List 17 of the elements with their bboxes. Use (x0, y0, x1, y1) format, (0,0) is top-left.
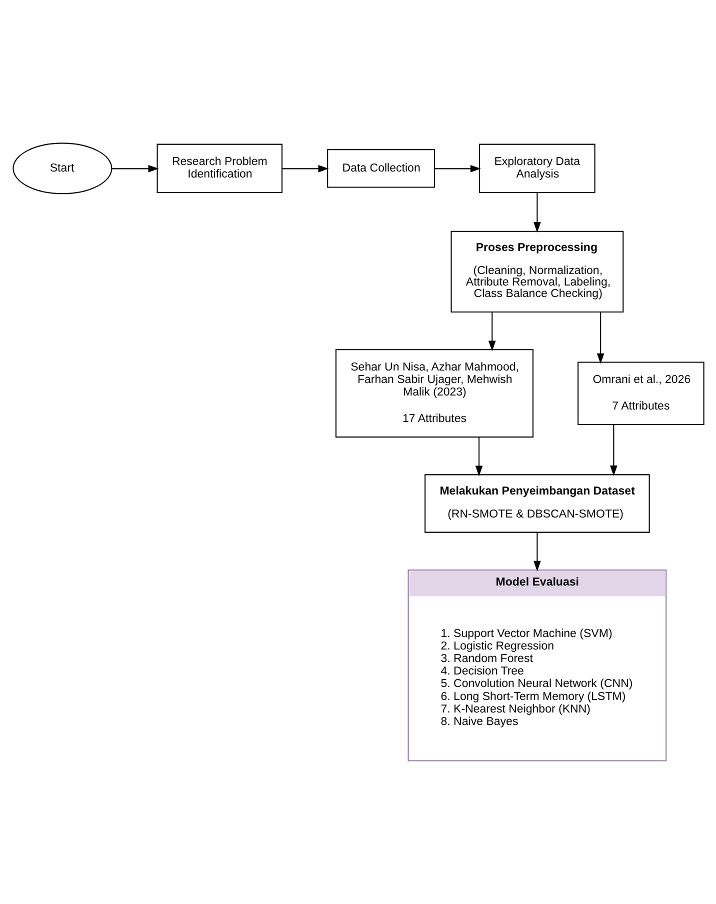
arrow (434, 165, 480, 172)
node-box: Data Collection (326, 149, 434, 188)
node-box: Sehar Un Nisa, Azhar Mahmood, Farhan Sabir Ujager, Mehwish Malik (2023) 17 Attributes (334, 349, 534, 438)
node-box: Omrani et al., 2026 7 Attributes (577, 362, 704, 425)
arrow (533, 192, 540, 233)
arrow (610, 424, 617, 476)
arrow (474, 437, 482, 476)
arrow (596, 312, 604, 364)
arrow (111, 165, 158, 172)
node-box: Exploratory Data Analysis (478, 144, 595, 194)
arrow (282, 165, 328, 172)
node-box: Melakukan Penyeimbangan Dataset (RN-SMOTE & DBSCAN-SMOTE) (424, 474, 650, 533)
arrow (533, 532, 540, 572)
arrow (488, 312, 496, 352)
node-box: Proses Preprocessing (Cleaning, Normalization, Attribute Removal, Labeling, Class Balance Checking) (450, 230, 624, 313)
node-ellipse: Start (12, 142, 112, 194)
node-box: Research Problem Identification (156, 144, 282, 194)
